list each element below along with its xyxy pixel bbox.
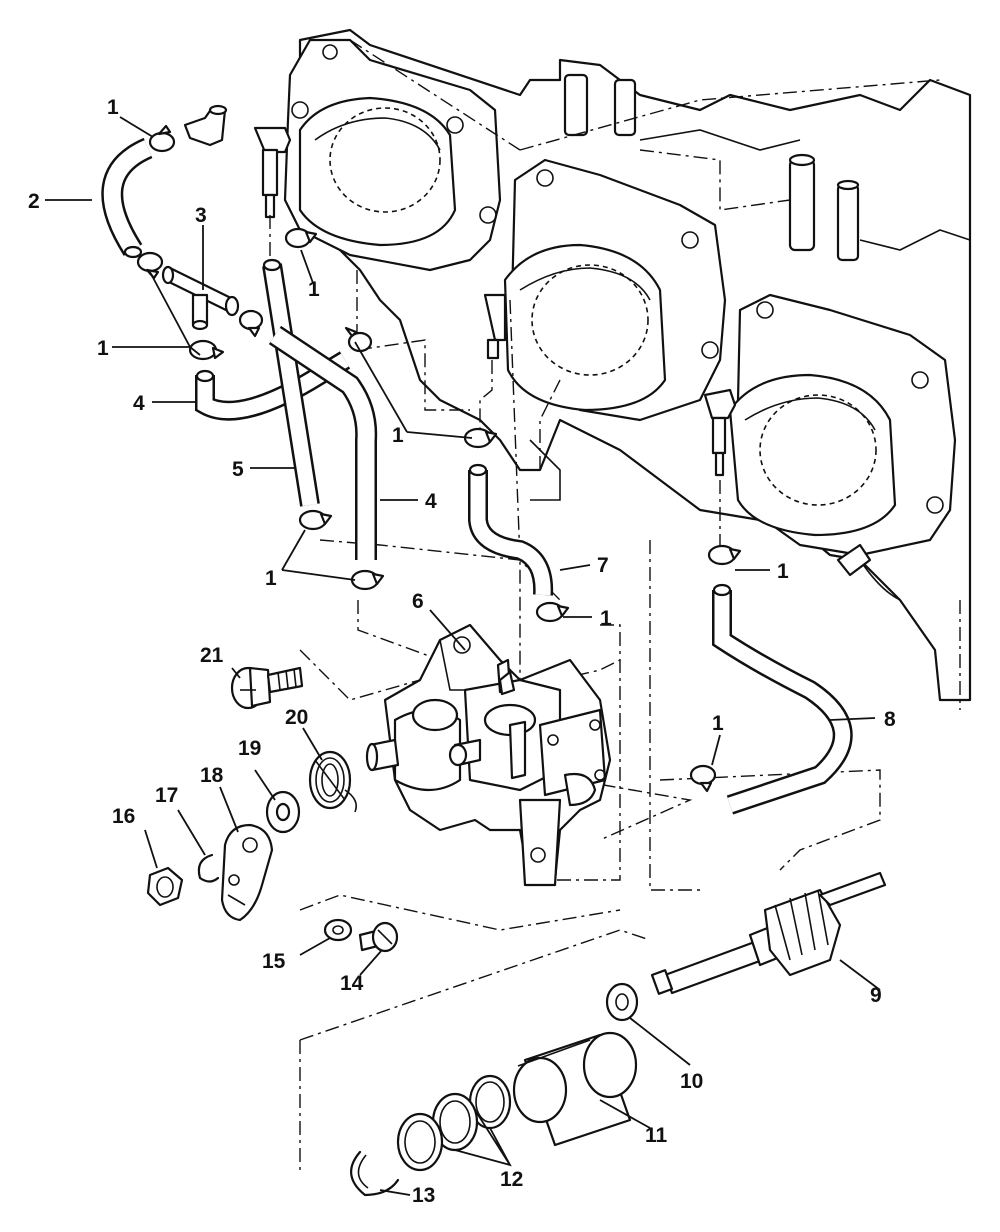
callout-21: 21 <box>200 644 224 667</box>
callout-6: 6 <box>412 590 424 613</box>
callout-11: 11 <box>645 1124 668 1147</box>
callout-numbers: 1 2 3 1 1 4 5 4 1 1 6 7 1 1 1 8 21 20 19… <box>28 96 896 1207</box>
callout-8: 8 <box>884 708 896 731</box>
spring-20 <box>308 750 358 813</box>
callout-19: 19 <box>238 737 261 760</box>
callout-4b: 4 <box>425 490 437 513</box>
callout-1h: 1 <box>712 712 724 735</box>
callout-1d: 1 <box>392 424 404 447</box>
callout-16: 16 <box>112 805 135 828</box>
gear-shaft-9 <box>650 871 887 995</box>
callout-18: 18 <box>200 764 224 787</box>
callout-1e: 1 <box>265 567 277 590</box>
callout-1a: 1 <box>107 96 119 119</box>
callout-1f: 1 <box>600 607 612 630</box>
hoses <box>101 137 853 815</box>
callout-20: 20 <box>285 706 308 729</box>
callout-15: 15 <box>262 950 286 973</box>
callout-2: 2 <box>28 190 40 213</box>
oil-pump <box>365 623 612 887</box>
callout-3: 3 <box>195 204 207 227</box>
leader-lines <box>45 116 881 1196</box>
hose-clamps <box>136 124 742 793</box>
callout-12: 12 <box>500 1168 523 1191</box>
callout-17: 17 <box>155 784 178 807</box>
bushing-parts <box>350 982 639 1197</box>
callout-9: 9 <box>870 984 882 1007</box>
callout-10: 10 <box>680 1070 703 1093</box>
engine-block <box>253 28 972 702</box>
callout-5: 5 <box>232 458 244 481</box>
callout-7: 7 <box>597 554 609 577</box>
lever-assembly <box>146 790 301 922</box>
callout-1b: 1 <box>308 278 320 301</box>
callout-1c: 1 <box>97 337 109 360</box>
callout-14: 14 <box>340 972 364 995</box>
tee-fitting <box>161 104 240 331</box>
screw-and-washer <box>323 918 399 953</box>
callout-4a: 4 <box>133 392 145 415</box>
bolt-21 <box>230 666 304 710</box>
callout-13: 13 <box>412 1184 435 1207</box>
callout-1g: 1 <box>777 560 789 583</box>
